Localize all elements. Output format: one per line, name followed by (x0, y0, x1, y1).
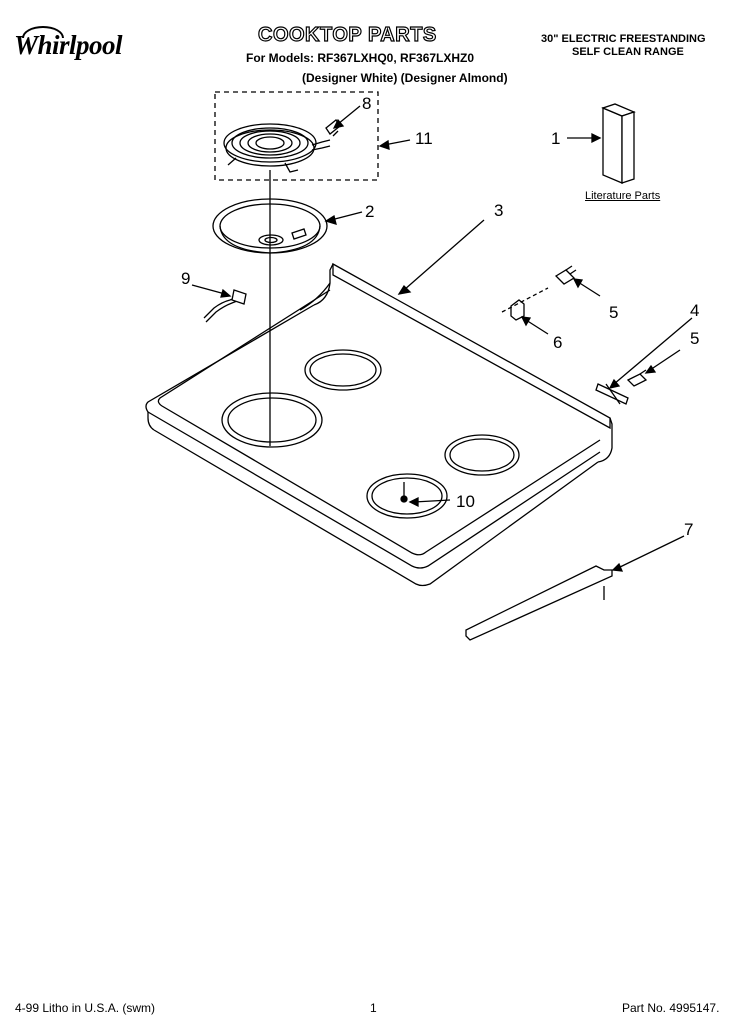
range-description-line1: 30" ELECTRIC FREESTANDING (541, 33, 706, 45)
callout-3: 3 (494, 201, 504, 220)
callout-1: 1 (551, 129, 561, 148)
footer-page-number: 1 (370, 1001, 377, 1015)
variants-line: (Designer White) (Designer Almond) (302, 71, 508, 85)
cooktop-body (145, 262, 613, 587)
literature-parts-label: Literature Parts (585, 190, 661, 202)
surface-element-icon (223, 123, 331, 173)
models-line: For Models: RF367LXHQ0, RF367LXHZ0 (246, 51, 475, 65)
range-description-line2: SELF CLEAN RANGE (572, 46, 684, 58)
element-assembly-box (214, 91, 379, 181)
footer-litho: 4-99 Litho in U.S.A. (swm) (15, 1001, 156, 1015)
front-trim-strip-icon (465, 565, 613, 641)
callout-5-lower: 5 (690, 329, 700, 348)
screw-icon (400, 482, 408, 503)
wire-connector-icon (203, 289, 247, 323)
literature-booklet-icon (601, 103, 636, 184)
lower-screw-icon (626, 369, 648, 387)
hinge-pin-icon (595, 383, 629, 405)
page-title: COOKTOP PARTS (257, 23, 437, 46)
callout-7: 7 (684, 520, 694, 539)
callout-5-upper: 5 (609, 303, 619, 322)
callout-9: 9 (181, 269, 191, 288)
burner-openings (221, 349, 520, 519)
callout-4: 4 (690, 301, 700, 320)
callout-10: 10 (456, 492, 475, 511)
callout-6: 6 (553, 333, 563, 352)
hinge-bracket-icon (501, 287, 549, 321)
callout-2: 2 (365, 202, 375, 221)
brand-logo: Whirlpool (14, 30, 123, 60)
callout-8: 8 (362, 94, 372, 113)
footer-part-number: Part No. 4995147. (622, 1001, 720, 1015)
upper-screw-icon (554, 265, 577, 285)
callout-11: 11 (415, 129, 433, 148)
callout-arrows (191, 105, 693, 572)
